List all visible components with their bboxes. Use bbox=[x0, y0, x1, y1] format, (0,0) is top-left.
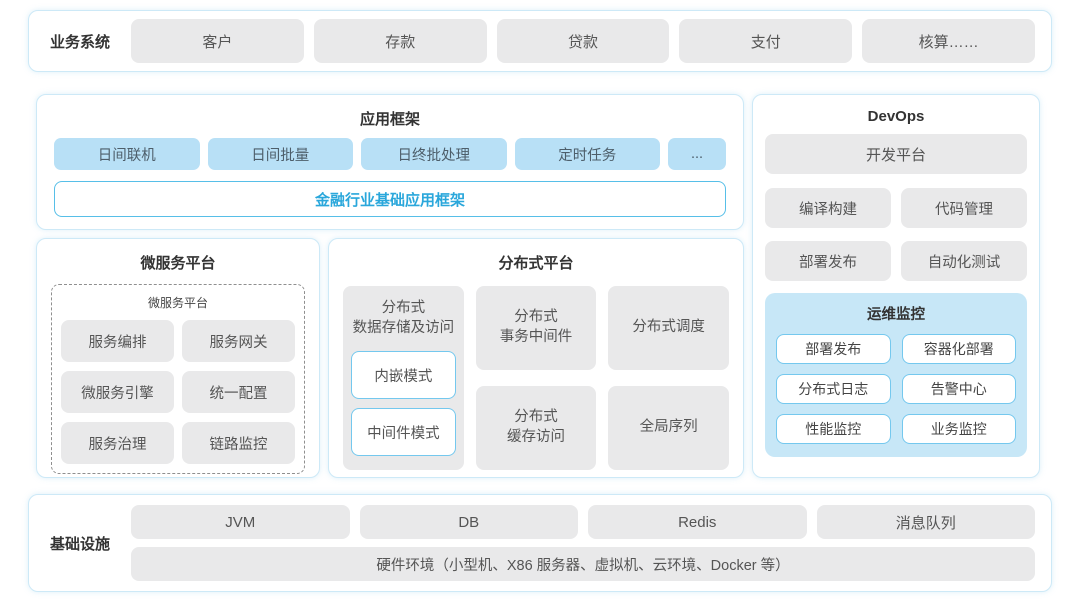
middleware-mode: 中间件模式 bbox=[351, 408, 456, 457]
business-item-loan: 贷款 bbox=[496, 19, 670, 63]
distributed-title: 分布式平台 bbox=[498, 255, 574, 272]
ms-item-trace-monitor: 链路监控 bbox=[182, 422, 295, 464]
af-item-daytime-batch: 日间批量 bbox=[207, 138, 353, 170]
devops-panel: DevOps 开发平台 编译构建 代码管理 部署发布 自动化测试 运维监控 部署… bbox=[752, 94, 1040, 478]
ms-item-service-governance: 服务治理 bbox=[61, 422, 174, 464]
hardware-environment: 硬件环境（小型机、X86 服务器、虚拟机、云环境、Docker 等） bbox=[131, 547, 1035, 581]
distributed-scheduling: 分布式调度 bbox=[608, 286, 729, 370]
infrastructure-row: JVM DB Redis 消息队列 bbox=[131, 505, 1035, 539]
app-framework-row: 日间联机 日间批量 日终批处理 定时任务 ... bbox=[54, 138, 726, 170]
monitor-performance: 性能监控 bbox=[776, 414, 891, 444]
business-systems-panel: 业务系统 客户 存款 贷款 支付 核算…… bbox=[28, 10, 1052, 72]
ms-item-unified-config: 统一配置 bbox=[182, 371, 295, 413]
af-item-more: ... bbox=[668, 138, 726, 170]
devops-code-mgmt: 代码管理 bbox=[901, 188, 1027, 228]
infrastructure-label: 基础设施 bbox=[49, 535, 110, 553]
business-item-deposit: 存款 bbox=[313, 19, 487, 63]
infrastructure-items: JVM DB Redis 消息队列 硬件环境（小型机、X86 服务器、虚拟机、云… bbox=[131, 505, 1035, 581]
distributed-col-right: 分布式调度 全局序列 bbox=[608, 286, 729, 470]
infra-jvm: JVM bbox=[131, 505, 350, 539]
business-item-payment: 支付 bbox=[679, 19, 853, 63]
business-item-accounting: 核算…… bbox=[862, 19, 1035, 63]
infra-redis: Redis bbox=[588, 505, 807, 539]
monitor-business: 业务监控 bbox=[901, 414, 1016, 444]
monitor-deploy-release: 部署发布 bbox=[776, 334, 891, 364]
infra-db: DB bbox=[359, 505, 578, 539]
devops-grid: 编译构建 代码管理 部署发布 自动化测试 bbox=[765, 188, 1027, 281]
ms-item-service-orchestration: 服务编排 bbox=[61, 320, 174, 362]
financial-base-framework: 金融行业基础应用框架 bbox=[54, 181, 726, 217]
business-items-row: 客户 存款 贷款 支付 核算…… bbox=[131, 19, 1035, 63]
microservice-panel: 微服务平台 微服务平台 服务编排 服务网关 微服务引擎 统一配置 服务治理 链路… bbox=[36, 238, 320, 478]
microservice-grid: 服务编排 服务网关 微服务引擎 统一配置 服务治理 链路监控 bbox=[61, 320, 295, 464]
monitor-container-deploy: 容器化部署 bbox=[901, 334, 1016, 364]
ops-monitor-grid: 部署发布 容器化部署 分布式日志 告警中心 性能监控 业务监控 bbox=[776, 334, 1016, 444]
distributed-tx-middleware: 分布式 事务中间件 bbox=[475, 286, 597, 370]
business-systems-label: 业务系统 bbox=[49, 33, 110, 51]
distributed-body: 分布式 数据存储及访问 内嵌模式 中间件模式 分布式 事务中间件 分布式 缓存访… bbox=[343, 286, 729, 470]
embedded-mode: 内嵌模式 bbox=[351, 351, 456, 400]
monitor-alert-center: 告警中心 bbox=[901, 374, 1016, 404]
monitor-distributed-log: 分布式日志 bbox=[776, 374, 891, 404]
distributed-panel: 分布式平台 分布式 数据存储及访问 内嵌模式 中间件模式 分布式 事务中间件 分… bbox=[328, 238, 744, 478]
distributed-col-storage: 分布式 数据存储及访问 内嵌模式 中间件模式 bbox=[343, 286, 464, 470]
ops-monitor-title: 运维监控 bbox=[867, 307, 925, 323]
ms-item-service-gateway: 服务网关 bbox=[182, 320, 295, 362]
distributed-cache-access: 分布式 缓存访问 bbox=[475, 386, 597, 470]
ms-item-microservice-engine: 微服务引擎 bbox=[61, 371, 174, 413]
af-item-scheduled-task: 定时任务 bbox=[514, 138, 660, 170]
distributed-col-middle: 分布式 事务中间件 分布式 缓存访问 bbox=[475, 286, 597, 470]
devops-build: 编译构建 bbox=[765, 188, 891, 228]
app-framework-title: 应用框架 bbox=[359, 111, 420, 128]
middle-grid: 应用框架 日间联机 日间批量 日终批处理 定时任务 ... 金融行业基础应用框架… bbox=[36, 94, 1044, 478]
infrastructure-panel: 基础设施 JVM DB Redis 消息队列 硬件环境（小型机、X86 服务器、… bbox=[28, 494, 1052, 592]
app-framework-panel: 应用框架 日间联机 日间批量 日终批处理 定时任务 ... 金融行业基础应用框架 bbox=[36, 94, 744, 230]
devops-deploy: 部署发布 bbox=[765, 241, 891, 281]
distributed-storage-label: 分布式 数据存储及访问 bbox=[352, 300, 455, 336]
devops-auto-test: 自动化测试 bbox=[901, 241, 1027, 281]
af-item-daytime-online: 日间联机 bbox=[54, 138, 200, 170]
microservice-dashed-box: 微服务平台 服务编排 服务网关 微服务引擎 统一配置 服务治理 链路监控 bbox=[51, 284, 305, 474]
devops-body: 开发平台 编译构建 代码管理 部署发布 自动化测试 运维监控 部署发布 容器化部… bbox=[753, 134, 1039, 457]
infra-message-queue: 消息队列 bbox=[816, 505, 1035, 539]
dev-platform: 开发平台 bbox=[765, 134, 1027, 174]
business-item-customer: 客户 bbox=[131, 19, 304, 63]
microservice-inner-title: 微服务平台 bbox=[147, 296, 208, 310]
af-item-eod-batch: 日终批处理 bbox=[361, 138, 507, 170]
microservice-title: 微服务平台 bbox=[140, 255, 216, 272]
ops-monitor-box: 运维监控 部署发布 容器化部署 分布式日志 告警中心 性能监控 业务监控 bbox=[765, 293, 1027, 457]
devops-title: DevOps bbox=[867, 108, 925, 125]
distributed-storage-block: 分布式 数据存储及访问 内嵌模式 中间件模式 bbox=[343, 286, 464, 470]
global-sequence: 全局序列 bbox=[608, 386, 729, 470]
